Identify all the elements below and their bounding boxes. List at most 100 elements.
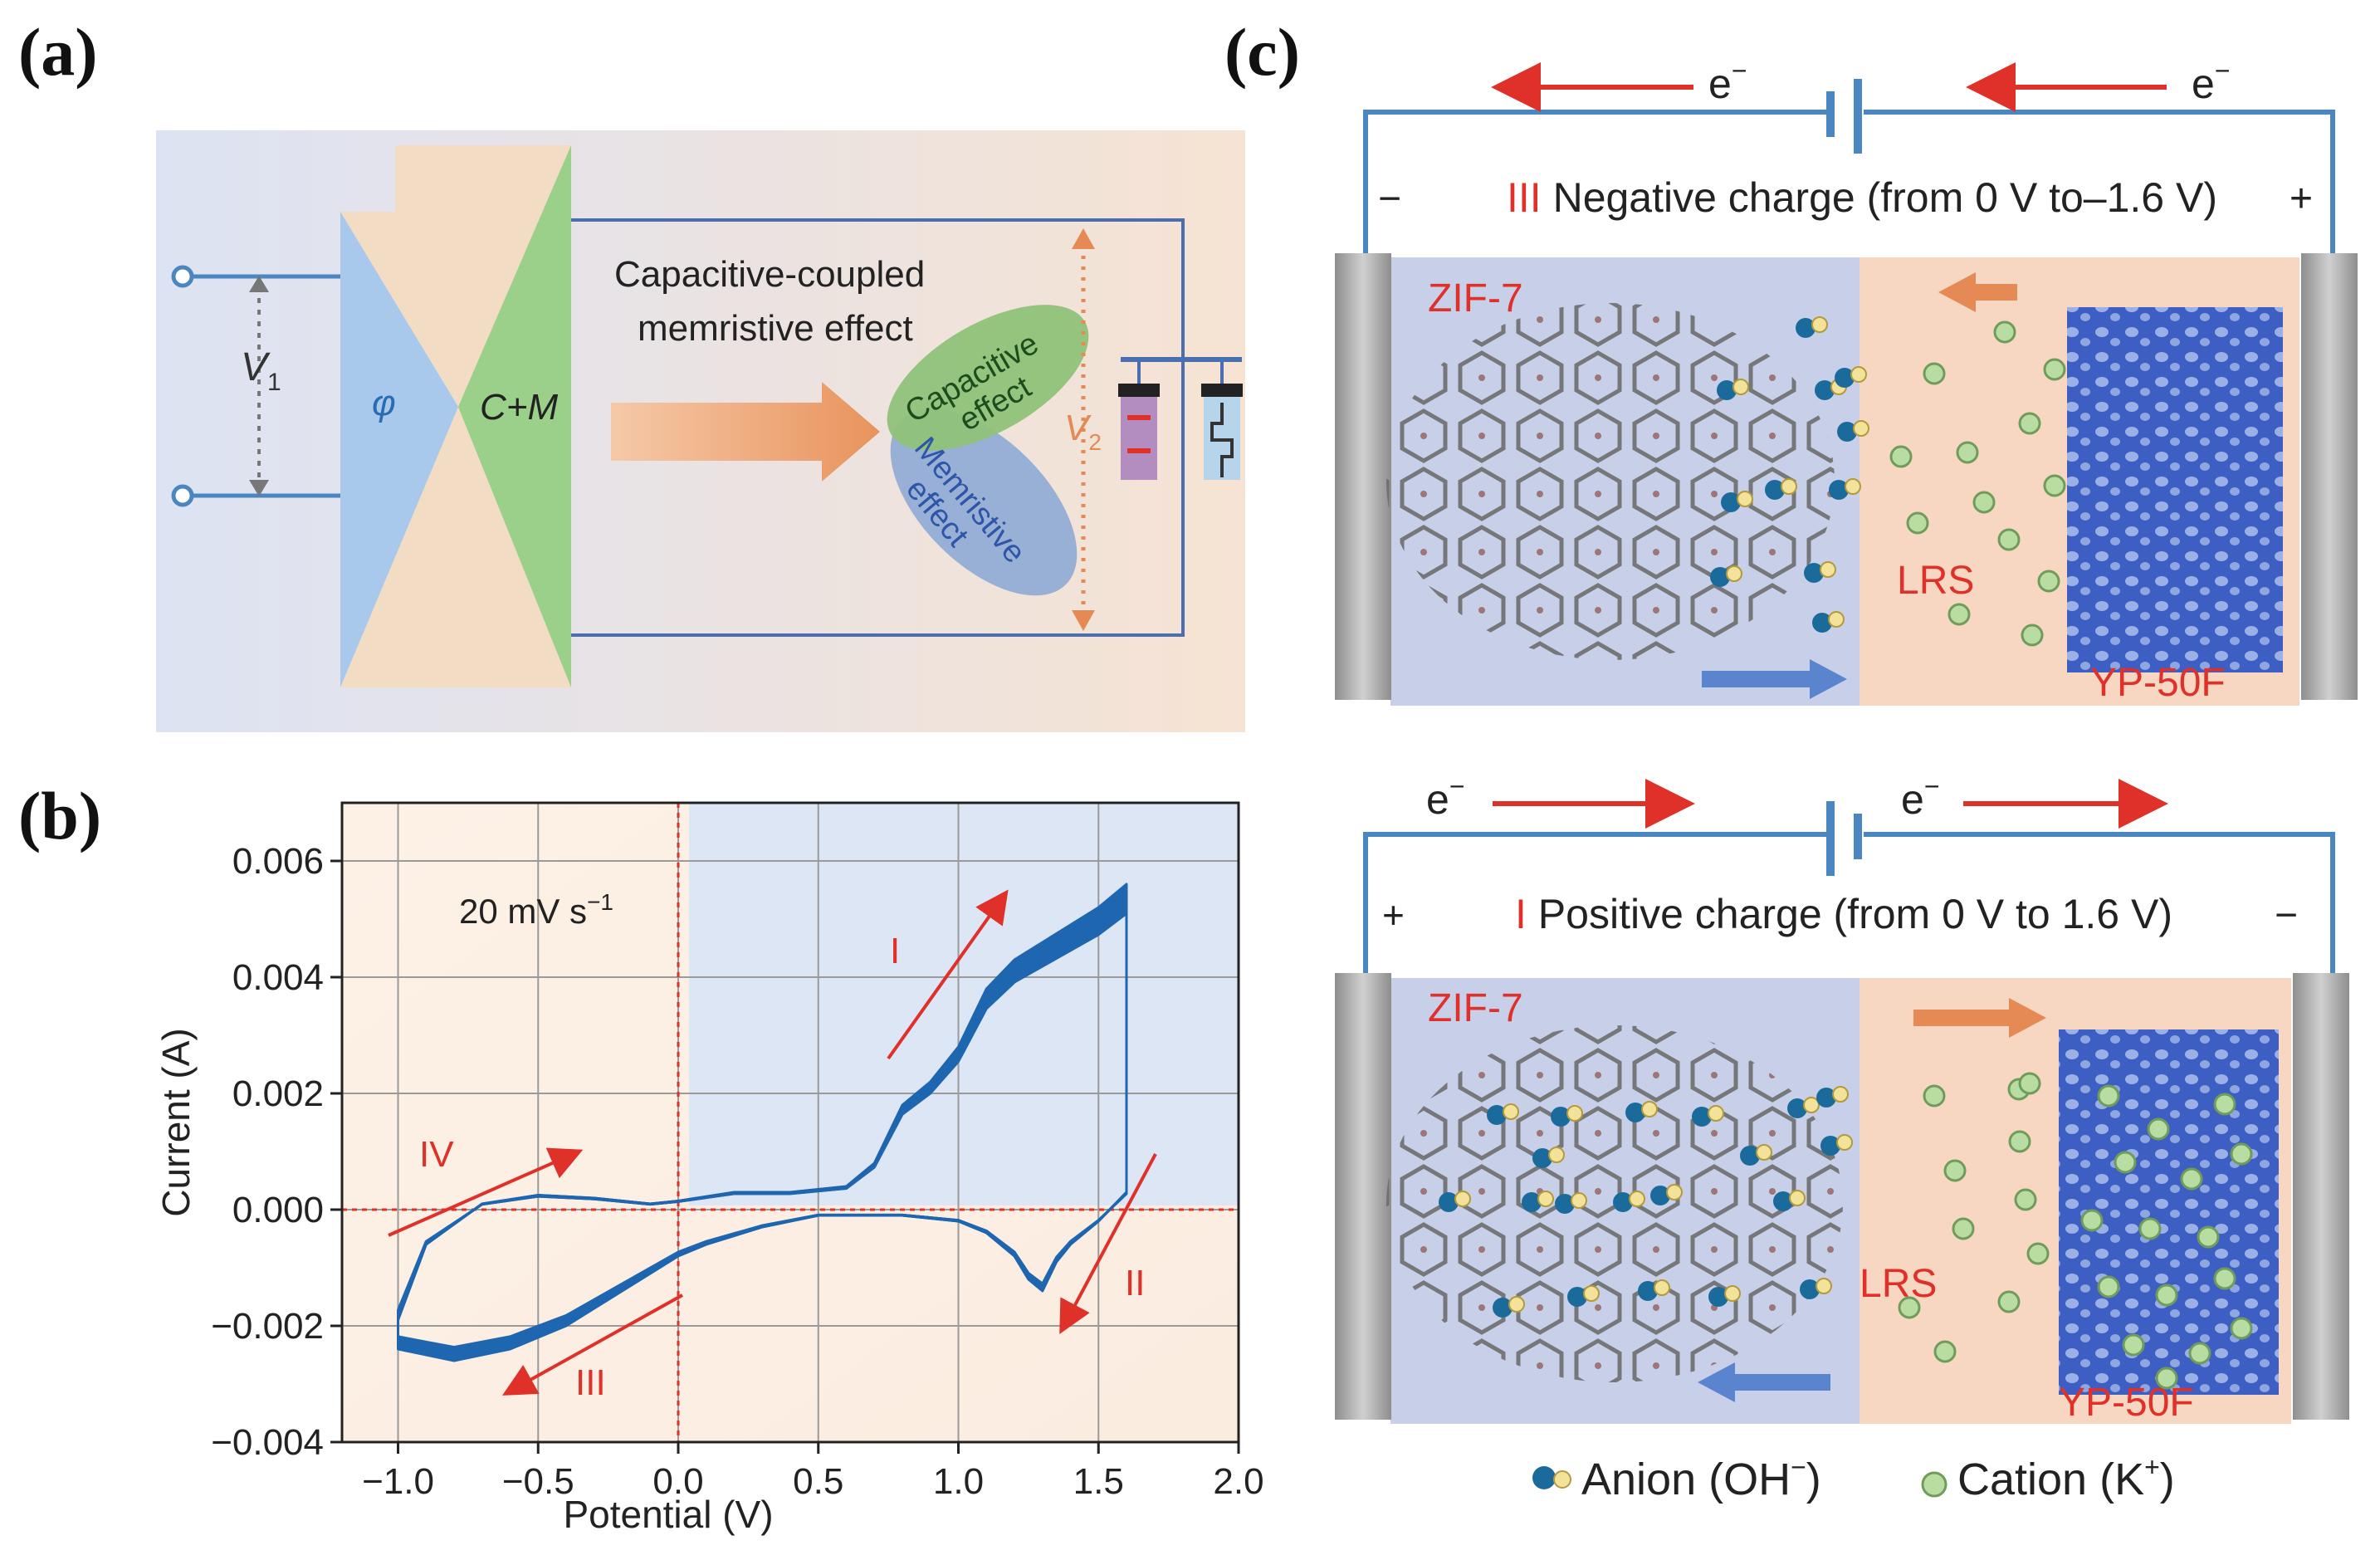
cation-icon: [1898, 1296, 1921, 1319]
cation-icon: [2138, 1217, 2162, 1240]
y-tick-label: −0.002: [211, 1306, 324, 1347]
anion-icon: [1566, 1105, 1583, 1122]
cation-icon: [2080, 1209, 2104, 1232]
scan-rate-annotation: 20 mV s−1: [459, 889, 613, 931]
anion-icon: [1551, 1107, 1571, 1127]
arrow-region-III: [502, 1293, 683, 1396]
y-tick-label: −0.004: [211, 1422, 324, 1463]
anion-icon: [1625, 1103, 1645, 1122]
x-tick-label: −0.5: [502, 1461, 574, 1502]
anion-icon: [1548, 1147, 1565, 1163]
bottom-wire-left: [1363, 832, 1830, 976]
region-label-II: II: [1125, 1263, 1145, 1303]
v2-label: V2: [1064, 408, 1102, 455]
cation-icon: [2014, 1188, 2037, 1211]
caption-line-1: Capacitive-coupled: [614, 254, 925, 295]
anion-icon: [1815, 380, 1835, 400]
reference-lines: [342, 803, 1239, 1442]
component-wire-top: [1121, 357, 1242, 362]
cv-cycle-16: [397, 912, 1128, 1349]
y-axis-label: Current (A): [154, 1028, 198, 1216]
anion-icon: [1522, 1192, 1542, 1212]
anion-icon: [1710, 567, 1730, 587]
bottom-plus-sign: +: [1382, 893, 1405, 936]
cation-icon: [1993, 320, 2016, 344]
cation-icon: [2213, 1093, 2236, 1116]
cation-icon: [2043, 358, 2066, 381]
plot-frame: [340, 801, 1240, 1444]
anion-icon: [1853, 420, 1869, 437]
bottom-electron-label-right: e−: [1901, 771, 1940, 823]
capacitive-ellipse: [887, 305, 1089, 451]
v1-label: V1: [241, 345, 281, 396]
phi-label: φ: [372, 383, 396, 423]
capacitor-icon: [1118, 384, 1160, 480]
top-wire-left: [1363, 110, 1830, 253]
anion-icon: [1804, 563, 1824, 583]
arrow-region-I: [887, 889, 1009, 1060]
region-label-III: III: [575, 1362, 606, 1403]
anion-icon: [1439, 1192, 1459, 1212]
big-orange-arrow: [611, 382, 880, 482]
anion-icon: [1454, 1191, 1471, 1207]
anion-icon: [1850, 366, 1867, 383]
output-circuit-wire: [571, 218, 1185, 637]
cation-icon: [2114, 1151, 2137, 1174]
cation-icon: [1972, 491, 1996, 514]
cation-icon: [1906, 511, 1929, 535]
panel-label-a: (a): [18, 14, 98, 90]
caption-line-2: memristive effect: [638, 308, 913, 349]
top-ion-group: [1710, 316, 2066, 647]
anion-icon: [1650, 1186, 1670, 1205]
cation-legend-label: Cation (K+): [1957, 1452, 2175, 1504]
bottom-zif-label: ZIF-7: [1428, 986, 1523, 1030]
bottom-electrode-left: [1335, 973, 1391, 1420]
anion-icon: [1740, 1146, 1760, 1166]
input-terminal-top: [171, 265, 194, 288]
y-tick-label: 0.004: [232, 957, 324, 998]
anion-icon: [1613, 1192, 1633, 1212]
anion-icon: [1708, 1287, 1728, 1307]
anion-icon: [1493, 1298, 1513, 1318]
top-blue-arrow: [1702, 659, 1847, 699]
cation-icon: [2037, 570, 2060, 593]
x-tick-label: 1.0: [933, 1461, 984, 1502]
top-orange-arrow: [1938, 272, 2017, 312]
top-zif-label: ZIF-7: [1428, 276, 1523, 320]
anion-icon: [1765, 480, 1785, 500]
y-tick-label: 0.000: [232, 1190, 324, 1230]
anion-icon: [1812, 613, 1832, 633]
anion-icon: [1724, 1285, 1741, 1302]
top-yp-label: YP-50F: [2090, 661, 2226, 705]
bottom-minus-sign: −: [2275, 893, 2298, 937]
anion-icon: [1845, 478, 1861, 495]
x-tick-label: 0.0: [652, 1461, 703, 1502]
bottom-battery-plate-short: [1854, 814, 1862, 859]
top-step-title: III Negative charge (from 0 V to–1.6 V): [1507, 174, 2217, 221]
anion-icon: [1666, 1184, 1683, 1200]
bottom-step-title: I Positive charge (from 0 V to 1.6 V): [1515, 891, 2172, 937]
phi-triangle: [340, 212, 458, 687]
bottom-battery-plate-long: [1826, 801, 1835, 876]
anion-icon: [1567, 1287, 1587, 1307]
top-plus-sign: +: [2290, 177, 2313, 221]
y-tick-label: 0.002: [232, 1073, 324, 1114]
cation-icon: [1933, 1340, 1957, 1363]
anion-icon: [1571, 1192, 1587, 1209]
anion-icon: [1641, 1101, 1658, 1117]
cation-icon: [1947, 603, 1971, 626]
cation-icon: [2230, 1317, 2253, 1340]
cation-icon: [2155, 1367, 2178, 1390]
memristive-ellipse: [890, 408, 1078, 596]
cation-icon: [1943, 1159, 1967, 1182]
anion-icon: [1832, 1086, 1849, 1103]
cation-icon: [2021, 623, 2044, 647]
cation-icon: [2097, 1275, 2120, 1298]
arrow-region-IV: [388, 1147, 584, 1237]
anion-icon: [1828, 611, 1845, 628]
cation-icon: [2155, 1284, 2178, 1307]
anion-icon: [1726, 565, 1742, 582]
panel-c-bottom-cell: e− e− + − I Positive charge (from 0 V to…: [1335, 771, 2349, 1425]
